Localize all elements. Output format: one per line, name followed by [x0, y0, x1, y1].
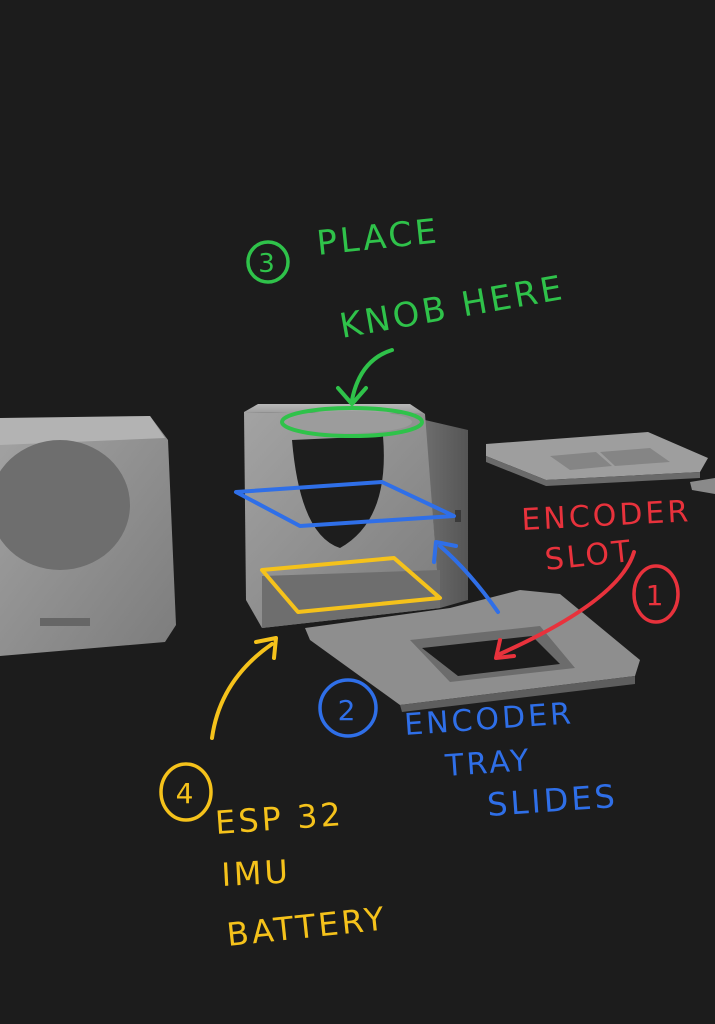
center-cube-enclosure	[244, 404, 468, 628]
step4-arrow	[210, 642, 274, 740]
step3-label-line1: PLACE	[315, 211, 442, 264]
step3-label-line2: KNOB HERE	[337, 268, 568, 347]
step1-circle	[632, 564, 680, 624]
step2-arrow	[438, 544, 500, 614]
step4-circle	[159, 762, 213, 822]
step4-label-line3: BATTERY	[225, 899, 389, 954]
step4-arrowhead	[254, 636, 278, 660]
step2-tray-outline	[234, 480, 456, 528]
step3-annotation: 3 PLACE KNOB HERE	[246, 211, 568, 438]
step4-number: 4	[176, 777, 197, 810]
step3-arrow	[350, 348, 394, 402]
encoder-slot-opening	[422, 636, 560, 676]
step1-annotation: ENCODER SLOT 1	[494, 494, 692, 660]
step2-label-line2: TRAY	[443, 743, 533, 784]
step1-label-line2: SLOT	[543, 534, 635, 578]
step2-circle	[318, 678, 378, 738]
step1-arrow	[498, 550, 636, 656]
left-enclosure-hole	[0, 440, 130, 570]
step1-arrowhead	[494, 638, 516, 660]
step3-arrowhead	[336, 386, 368, 406]
encoder-tray-part	[305, 590, 640, 712]
top-lid-part	[486, 432, 715, 494]
step2-number: 2	[338, 694, 359, 727]
left-enclosure-slot	[40, 618, 90, 626]
step4-label-line2: IMU	[220, 852, 291, 894]
left-enclosure-part	[0, 416, 176, 656]
step1-number: 1	[646, 579, 667, 612]
step1-label-line1: ENCODER	[521, 494, 692, 538]
step4-board-outline	[260, 556, 442, 614]
cube-hole	[292, 436, 384, 548]
step3-knob-outline	[280, 406, 424, 438]
step3-circle	[246, 240, 290, 284]
step2-arrowhead	[432, 540, 458, 564]
step3-number: 3	[258, 249, 278, 279]
step4-label-line1: ESP 32	[214, 795, 345, 842]
step2-label-line3: SLIDES	[486, 777, 619, 824]
